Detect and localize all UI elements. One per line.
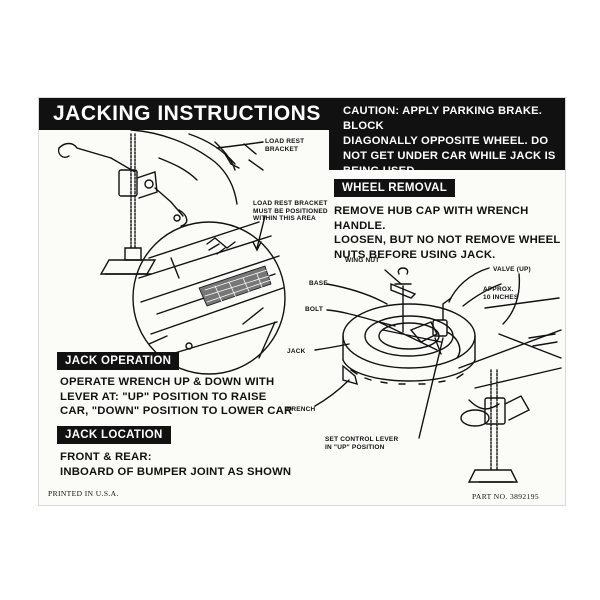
callout-line: LOAD REST BRACKET	[253, 200, 328, 207]
base-label: BASE	[309, 280, 328, 287]
wrench-label: WRENCH	[285, 406, 316, 413]
jack-location-line: INBOARD OF BUMPER JOINT AS SHOWN	[60, 465, 292, 478]
callout-line: SET CONTROL LEVER	[325, 436, 399, 443]
jack-location-heading: JACK LOCATION	[57, 426, 171, 444]
right-jack-drawing	[467, 369, 530, 483]
jack-location-line: FRONT & REAR:	[60, 451, 152, 463]
spare-tire-drawing	[342, 267, 476, 386]
caution-line: NOT GET UNDER CAR WHILE JACK IS	[343, 150, 556, 162]
caution-banner: CAUTION: APPLY PARKING BRAKE. BLOCK DIAG…	[329, 98, 565, 177]
wheel-removal-line: REMOVE HUB CAP WITH WRENCH HANDLE.	[334, 205, 529, 232]
wheel-removal-heading: WHEEL REMOVAL	[334, 179, 456, 197]
jack-operation-text: OPERATE WRENCH UP & DOWN WITH LEVER AT: …	[60, 375, 292, 419]
jack-operation-heading: JACK OPERATION	[57, 352, 180, 370]
car-corner-drawing	[130, 129, 264, 205]
caution-line: DIAGONALLY OPPOSITE WHEEL. DO	[343, 135, 549, 147]
wheel-removal-line: NUTS BEFORE USING JACK.	[334, 248, 496, 261]
left-jack-drawing	[57, 133, 188, 275]
caution-line: CAUTION: APPLY PARKING BRAKE. BLOCK	[343, 105, 543, 132]
rear-vehicle-drawing	[458, 297, 562, 427]
title-banner: JACKING INSTRUCTIONS	[39, 98, 329, 130]
part-number: PART NO. 3892195	[472, 492, 540, 501]
printed-in-usa: PRINTED IN U.S.A.	[48, 489, 119, 498]
wheel-removal-text: REMOVE HUB CAP WITH WRENCH HANDLE. LOOSE…	[334, 204, 565, 262]
jacking-instructions-decal: JACKING INSTRUCTIONS CAUTION: APPLY PARK…	[38, 97, 566, 506]
callout-line: IN "UP" POSITION	[325, 443, 385, 451]
hatched-position-area	[198, 265, 272, 307]
wing-nut-label: WING NUT	[345, 257, 380, 264]
wheel-removal-line: LOOSEN, BUT NO NOT REMOVE WHEEL	[334, 234, 561, 246]
callout-line: WITHIN THIS AREA	[253, 215, 316, 222]
caution-line: BEING USED.	[343, 165, 418, 177]
jack-operation-line: OPERATE WRENCH UP & DOWN WITH	[60, 376, 275, 388]
approx-label: APPROX. 10 INCHES	[483, 286, 518, 301]
callout-line: 10 INCHES	[483, 293, 519, 301]
jacking-illustration	[57, 129, 562, 483]
load-rest-bracket-label: LOAD REST BRACKET	[265, 138, 304, 153]
jack-location-text: FRONT & REAR: INBOARD OF BUMPER JOINT AS…	[60, 450, 291, 479]
callout-line: LOAD REST	[265, 138, 305, 145]
bracket-position-label: LOAD REST BRACKET MUST BE POSITIONED WIT…	[253, 200, 328, 223]
valve-label: VALVE (UP)	[493, 266, 531, 273]
control-lever-label: SET CONTROL LEVER IN "UP" POSITION	[325, 436, 398, 451]
callout-line: BRACKET	[265, 145, 299, 153]
jack-operation-line: CAR, "DOWN" POSITION TO LOWER CAR	[60, 405, 293, 417]
jack-label: JACK	[287, 348, 306, 355]
bolt-label: BOLT	[305, 306, 324, 313]
jack-operation-line: LEVER AT: "UP" POSITION TO RAISE	[60, 390, 267, 403]
callout-line: MUST BE POSITIONED	[253, 207, 328, 215]
callout-line: APPROX.	[483, 286, 514, 293]
